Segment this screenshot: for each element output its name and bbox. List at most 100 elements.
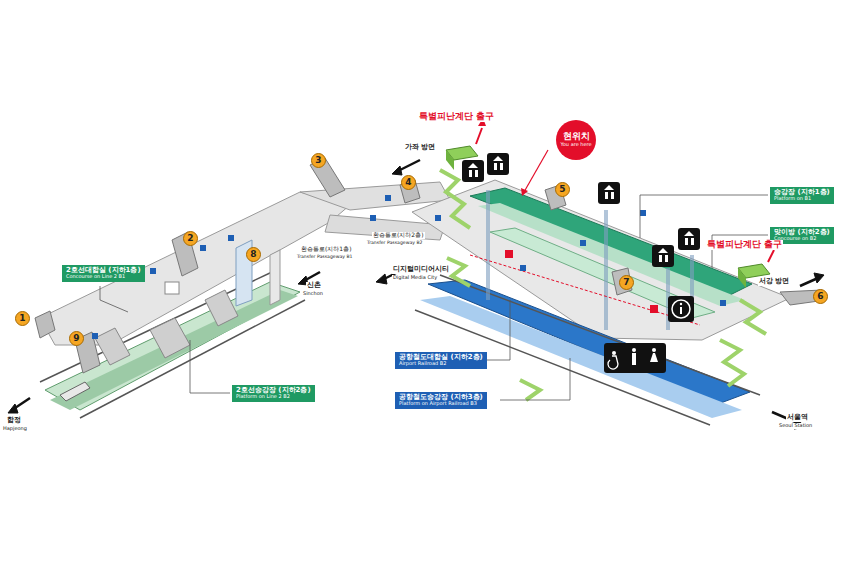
illustration-part-part: [691, 238, 694, 245]
direction-arrows-part: [814, 273, 824, 283]
leader-lines-part: [640, 195, 768, 238]
left-complex-part: [60, 382, 90, 401]
facility-icons-part: [487, 153, 509, 175]
node-title: 승강장 (지하1층): [774, 188, 830, 196]
right-complex-part: [740, 300, 766, 334]
left-complex-part: [385, 195, 391, 201]
leader-lines-part: [524, 150, 548, 192]
facility-icons-part: [598, 182, 620, 204]
emergency-exit-label: 특별피난계단 출구: [706, 240, 783, 250]
exit-number: 9: [69, 331, 84, 346]
left-complex-part: [172, 232, 198, 276]
place-label: 환승통로(지하1층): [300, 246, 353, 253]
place-label: 서강 방면: [758, 278, 790, 286]
illustration-part-part: [658, 248, 668, 253]
area-label-box: 공항철도승강장 (지하3층)Platform on Airport Railro…: [395, 392, 487, 409]
direction-arrows: [8, 160, 824, 429]
area-label-box: 승강장 (지하1층)Platform on B1: [770, 187, 834, 204]
emergency-exit-symbols-part: [446, 150, 454, 170]
left-complex-part: [165, 282, 179, 294]
facility-icons-part: [612, 351, 616, 355]
place-label: 신촌: [306, 282, 322, 290]
left-complex-part: [95, 328, 130, 365]
left-complex-part: [270, 250, 280, 305]
node-title: 2호선승강장 (지하2층): [236, 386, 311, 394]
exit-number: 3: [311, 153, 326, 168]
direction-arrows-part: [8, 404, 18, 413]
illustration-part-part: [468, 163, 478, 168]
right-complex-part: [505, 250, 513, 258]
node-title: 7: [623, 278, 629, 287]
facility-icons-part: [632, 353, 636, 365]
illustration-part-part: [475, 170, 478, 177]
place-label: Seoul Station: [778, 423, 813, 429]
node-subtitle: Platform on Line 2 B2: [236, 394, 311, 400]
left-complex-part: [228, 235, 234, 241]
facility-icons-part: [678, 228, 700, 250]
right-complex-part: [520, 265, 526, 271]
illustration-part-part: [611, 192, 614, 199]
left-complex: [35, 158, 450, 418]
facility-icons-part: [668, 296, 694, 322]
node-title: 3: [315, 156, 321, 165]
facility-icons-part: [680, 303, 682, 305]
place-label: Transfer Passageway B2: [366, 240, 423, 245]
leader-lines-part: [190, 340, 230, 393]
right-complex-part: [650, 305, 658, 313]
exit-number: 6: [813, 289, 828, 304]
left-complex-part: [370, 215, 376, 221]
direction-arrows-part: [392, 166, 402, 175]
area-label-box: 2호선승강장 (지하2층)Platform on Line 2 B2: [232, 385, 315, 402]
illustration-part-part: [605, 192, 608, 199]
right-complex-part: [435, 215, 441, 221]
leader-lines-part: [100, 286, 128, 312]
direction-arrows-part: [800, 278, 818, 286]
right-complex-part: [720, 300, 726, 306]
leader-lines: [100, 150, 768, 400]
node-subtitle: Airport Railroad B2: [399, 361, 483, 367]
illustration-part-part: [659, 255, 662, 262]
emergency-exit-symbols-part: [768, 250, 774, 262]
node-title: 6: [817, 292, 823, 301]
node-title: 1: [19, 314, 25, 323]
illustration-part-part: [604, 185, 614, 190]
place-label: 가좌 방면: [404, 144, 436, 152]
left-complex-part: [35, 311, 55, 338]
right-complex-part: [486, 190, 490, 300]
node-subtitle: Platform on B1: [774, 196, 830, 202]
place-label: 합정: [6, 417, 22, 425]
facility-icons-part: [632, 348, 636, 352]
area-label-box: 공항철도대합실 (지하2층)Airport Railroad B2: [395, 352, 487, 369]
exit-number: 5: [555, 182, 570, 197]
node-title: 현위치: [563, 132, 590, 142]
illustration-part-part: [493, 156, 503, 161]
right-complex-part: [447, 258, 470, 286]
facility-icons-part: [672, 300, 690, 318]
left-complex-part: [92, 333, 98, 339]
illustration-part-part: [665, 255, 668, 262]
exit-number: 7: [619, 275, 634, 290]
facility-icons-part: [608, 356, 618, 369]
area-label-box: 2호선대합실 (지하1층)Concourse on Line 2 B1: [62, 265, 145, 282]
illustration-part-part: [494, 163, 497, 170]
illustration-part-part: [500, 163, 503, 170]
leader-lines-part: [484, 300, 510, 360]
exit-number: 1: [15, 311, 30, 326]
right-complex-part: [478, 203, 745, 306]
leader-lines-part: [521, 188, 528, 196]
exit-number: 8: [246, 247, 261, 262]
leader-lines-part: [500, 358, 570, 400]
node-title: 맞이방 (지하2층): [774, 228, 830, 236]
facility-icons-part: [650, 353, 658, 362]
node-title: 4: [405, 178, 411, 187]
node-subtitle: Platform on Airport Railroad B3: [399, 401, 483, 407]
facility-icons-part: [680, 307, 682, 314]
node-title: 5: [559, 185, 565, 194]
place-label: Transfer Passageway B1: [296, 254, 353, 259]
exit-number: 4: [401, 175, 416, 190]
emergency-exit-symbols: [446, 118, 778, 288]
left-complex-part: [150, 268, 156, 274]
node-subtitle: You are here: [560, 142, 591, 148]
